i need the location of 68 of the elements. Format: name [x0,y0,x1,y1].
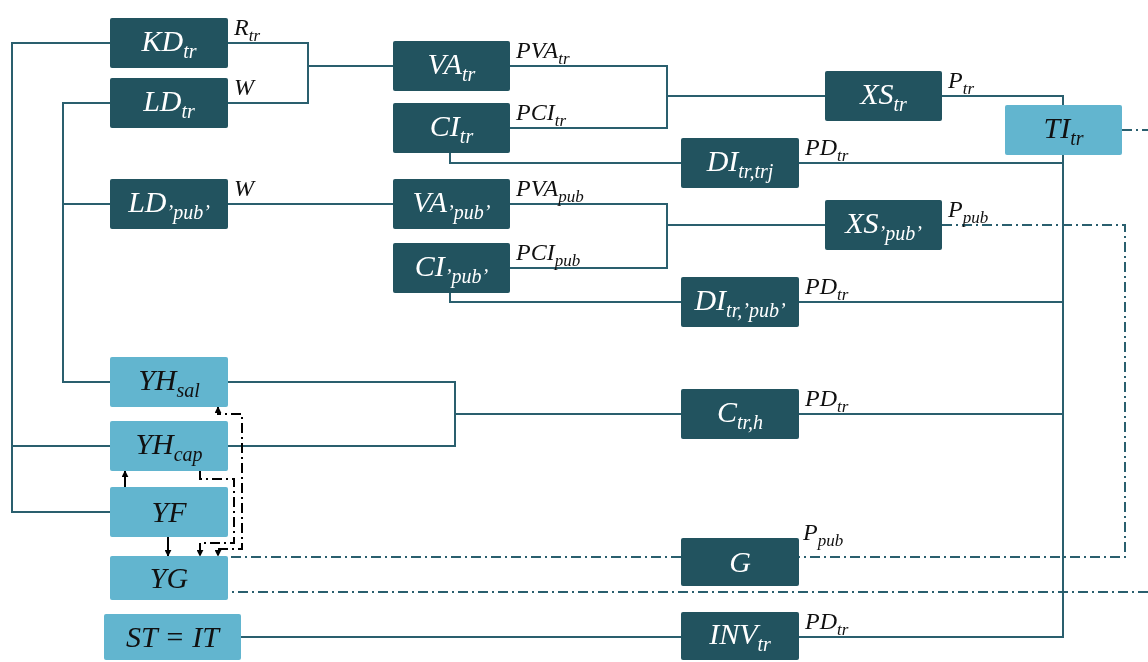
connector-line [227,203,394,205]
node-label: YG [149,563,189,593]
process-box [110,487,228,537]
edge-label: P$_{pub}$ [948,197,989,226]
edge-label: PVA$_{pub}$ [516,176,584,205]
node-label: XS$_{’pub’}$ [845,207,922,243]
process-box [393,41,510,91]
edge-label: PCI$_{tr}$ [516,100,566,129]
edge-label: PVA$_{tr}$ [516,38,570,67]
connector-line [449,292,682,303]
node-label: C$_{tr,h}$ [716,396,764,432]
arrow [164,536,172,557]
node-label: VA$_{’pub’}$ [412,186,491,222]
node-label: YH$_{sal}$ [138,364,200,400]
process-box [1005,105,1122,155]
edge-label: PD$_{tr}$ [805,386,849,415]
connector-line [509,224,826,269]
node-label: INV$_{tr}$ [709,618,771,654]
edge-label: PD$_{tr}$ [805,274,849,303]
node-label: DI$_{tr,trj}$ [706,145,774,181]
node-label: TI$_{tr}$ [1043,112,1084,148]
node-label: G [729,547,751,577]
process-box [104,614,241,660]
process-box [681,389,799,439]
edge-label: PD$_{tr}$ [805,135,849,164]
node-label: DI$_{tr,’pub’}$ [694,284,786,320]
node-label: YF [151,497,187,527]
process-box [110,78,228,128]
connector-line [449,152,682,164]
process-box [110,556,228,600]
arrow [121,470,129,488]
node-label: YH$_{cap}$ [135,428,203,464]
node-label: KD$_{tr}$ [141,25,197,61]
process-box [681,277,799,327]
process-box [110,421,228,471]
node-label: CI$_{’pub’}$ [414,250,489,286]
connector-line [941,95,1064,106]
node-label: CI$_{tr}$ [429,110,474,146]
process-box [825,71,942,121]
process-box [110,357,228,407]
node-label: LD$_{’pub’}$ [128,186,210,222]
process-box [393,103,510,153]
node-label: ST = IT [125,622,220,652]
arrow [196,470,235,557]
process-box [110,179,228,229]
node-label: LD$_{tr}$ [143,85,195,121]
connector-line [240,636,682,638]
arrow [214,406,243,557]
connector-line [62,102,111,383]
edge-label: R$_{tr}$ [234,15,260,44]
edge-label: W [234,176,254,200]
node-label: XS$_{tr}$ [860,78,907,114]
connector-line [509,95,826,129]
process-box [681,538,799,586]
process-box [681,612,799,660]
process-box [393,243,510,293]
edge-label: P$_{tr}$ [948,68,974,97]
process-box [393,179,510,229]
signal-label: P$_{pub}$ [803,520,844,549]
process-box [825,200,942,250]
connector-line [1121,129,1148,131]
connector-line [227,65,394,104]
edge-label: PD$_{tr}$ [805,609,849,638]
process-box [681,138,799,188]
edge-label: PCI$_{pub}$ [516,240,581,269]
edge-label: W [234,75,254,99]
process-box [110,18,228,68]
node-label: VA$_{tr}$ [427,48,476,84]
